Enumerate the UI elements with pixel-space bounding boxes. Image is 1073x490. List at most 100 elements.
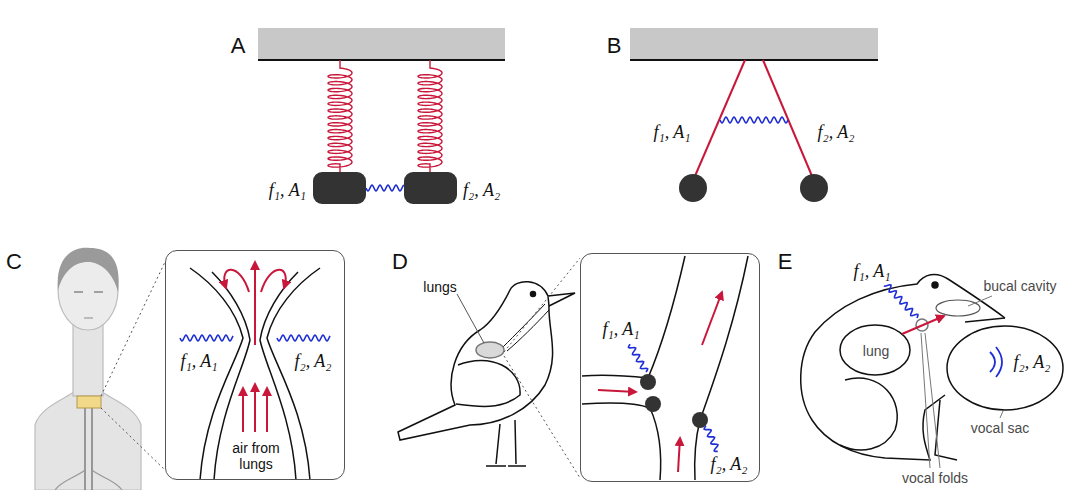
sound-wave-arcs: [990, 347, 1002, 377]
part-label: bucal cavity: [983, 278, 1056, 294]
airflow-arrow: [902, 316, 944, 334]
pendulum: [800, 174, 828, 202]
coupling-wave: [277, 335, 330, 341]
bird-figure: [398, 282, 553, 440]
syrinx-walls: [582, 403, 661, 480]
person-figure: [58, 248, 119, 292]
inset-panel: f₁, A₁ f₂, A₂ air from lungs: [165, 250, 345, 480]
syrinx-walls: [582, 256, 685, 378]
coupling-wave: [366, 185, 404, 191]
airflow-arrow: [902, 316, 944, 334]
person-figure: [85, 408, 92, 490]
syrinx-walls: [582, 256, 748, 480]
airflow-arrow: [598, 292, 722, 472]
panel-letter: E: [778, 249, 793, 274]
person-figure: [84, 317, 93, 318]
leader-line: [921, 333, 930, 468]
pendulum: [763, 60, 812, 176]
support-bar: [258, 59, 505, 61]
airflow-arrow: [254, 262, 256, 345]
syrinx-labia: [645, 396, 661, 412]
frog-figure: [840, 378, 897, 450]
coupling-wave: [884, 285, 918, 318]
airflow-arrow: [702, 292, 722, 345]
bird-figure: [504, 258, 580, 352]
mass-block: [404, 172, 457, 204]
syrinx-walls: [695, 256, 748, 480]
part-label: vocal folds: [902, 470, 968, 486]
support-bar: [258, 28, 505, 60]
mass-block: [313, 172, 457, 204]
mass-block: [313, 172, 366, 204]
person-figure: [35, 248, 165, 490]
sound-wave-arcs: [990, 352, 995, 372]
frequency-amplitude-label: f₂, A₂: [817, 122, 854, 143]
person-figure: [73, 320, 103, 396]
frog-figure: [947, 326, 1063, 410]
panel-letter: C: [6, 249, 22, 274]
part-label: lung: [863, 343, 889, 359]
person-figure: [55, 470, 122, 490]
airflow-label: air from lungs: [223, 440, 289, 472]
leader-line: [1000, 411, 1003, 418]
frequency-amplitude-label: f₁, A₁: [653, 122, 690, 143]
syrinx-labia: [640, 374, 656, 390]
frequency-amplitude-label: f₂, A₂: [710, 454, 747, 475]
coupling-wave: [720, 117, 788, 123]
bird-figure: [456, 360, 520, 406]
airflow-arrow: [261, 270, 286, 292]
sound-wave-arcs: [996, 347, 1002, 377]
part-label: vocal sac: [971, 420, 1029, 436]
bird-figure: [398, 258, 580, 478]
bird-figure: [531, 292, 536, 297]
airflow-arrow: [224, 270, 249, 292]
coupling-wave: [704, 426, 718, 451]
leader-line: [968, 296, 992, 306]
panel-letter: B: [607, 33, 622, 58]
person-figure: [77, 396, 101, 408]
bird-figure: [504, 356, 580, 478]
pendulum: [679, 174, 707, 202]
frequency-amplitude-label: f₁, A₁: [602, 319, 639, 340]
frog-figure: [965, 318, 1005, 322]
part-label: lungs: [423, 279, 456, 295]
syrinx-labia: [640, 374, 708, 428]
person-figure: [74, 291, 103, 293]
airflow-arrow: [242, 388, 244, 432]
frequency-amplitude-label: f₁, A₁: [180, 351, 217, 372]
syrinx-labia: [692, 412, 708, 428]
leader-line: [921, 296, 1003, 468]
coupling-wave: [180, 335, 233, 341]
support-bar: [258, 28, 505, 60]
frog-figure: [932, 282, 938, 288]
airflow-arrow: [678, 438, 680, 472]
frequency-amplitude-label: f₂, A₂: [463, 180, 500, 201]
pendulum: [679, 60, 828, 202]
airflow-arrow: [224, 262, 285, 432]
frog-figure: [840, 325, 910, 375]
frog-figure: [936, 300, 980, 316]
spring-coil: [328, 60, 352, 172]
coupling-wave: [629, 344, 648, 372]
spring-coil: [418, 60, 442, 172]
leader-line: [925, 333, 940, 468]
person-figure: [101, 262, 165, 396]
frequency-amplitude-label: f₁, A₁: [269, 180, 306, 201]
panel-letter: D: [392, 249, 408, 274]
support-bar: [630, 28, 878, 60]
person-figure: [35, 392, 141, 490]
frequency-amplitude-label: f₂, A₂: [294, 351, 331, 372]
frog-figure: [801, 274, 1063, 460]
panel-letter: A: [231, 33, 246, 58]
frequency-amplitude-label: f₁, A₁: [853, 261, 890, 282]
bird-figure: [548, 293, 575, 306]
person-figure: [101, 408, 165, 470]
support-bar: [630, 59, 878, 61]
pendulum: [695, 60, 745, 176]
bird-figure: [457, 294, 484, 343]
frequency-amplitude-label: f₂, A₂: [1013, 352, 1050, 373]
bird-figure: [503, 304, 549, 351]
bird-figure: [486, 420, 526, 466]
